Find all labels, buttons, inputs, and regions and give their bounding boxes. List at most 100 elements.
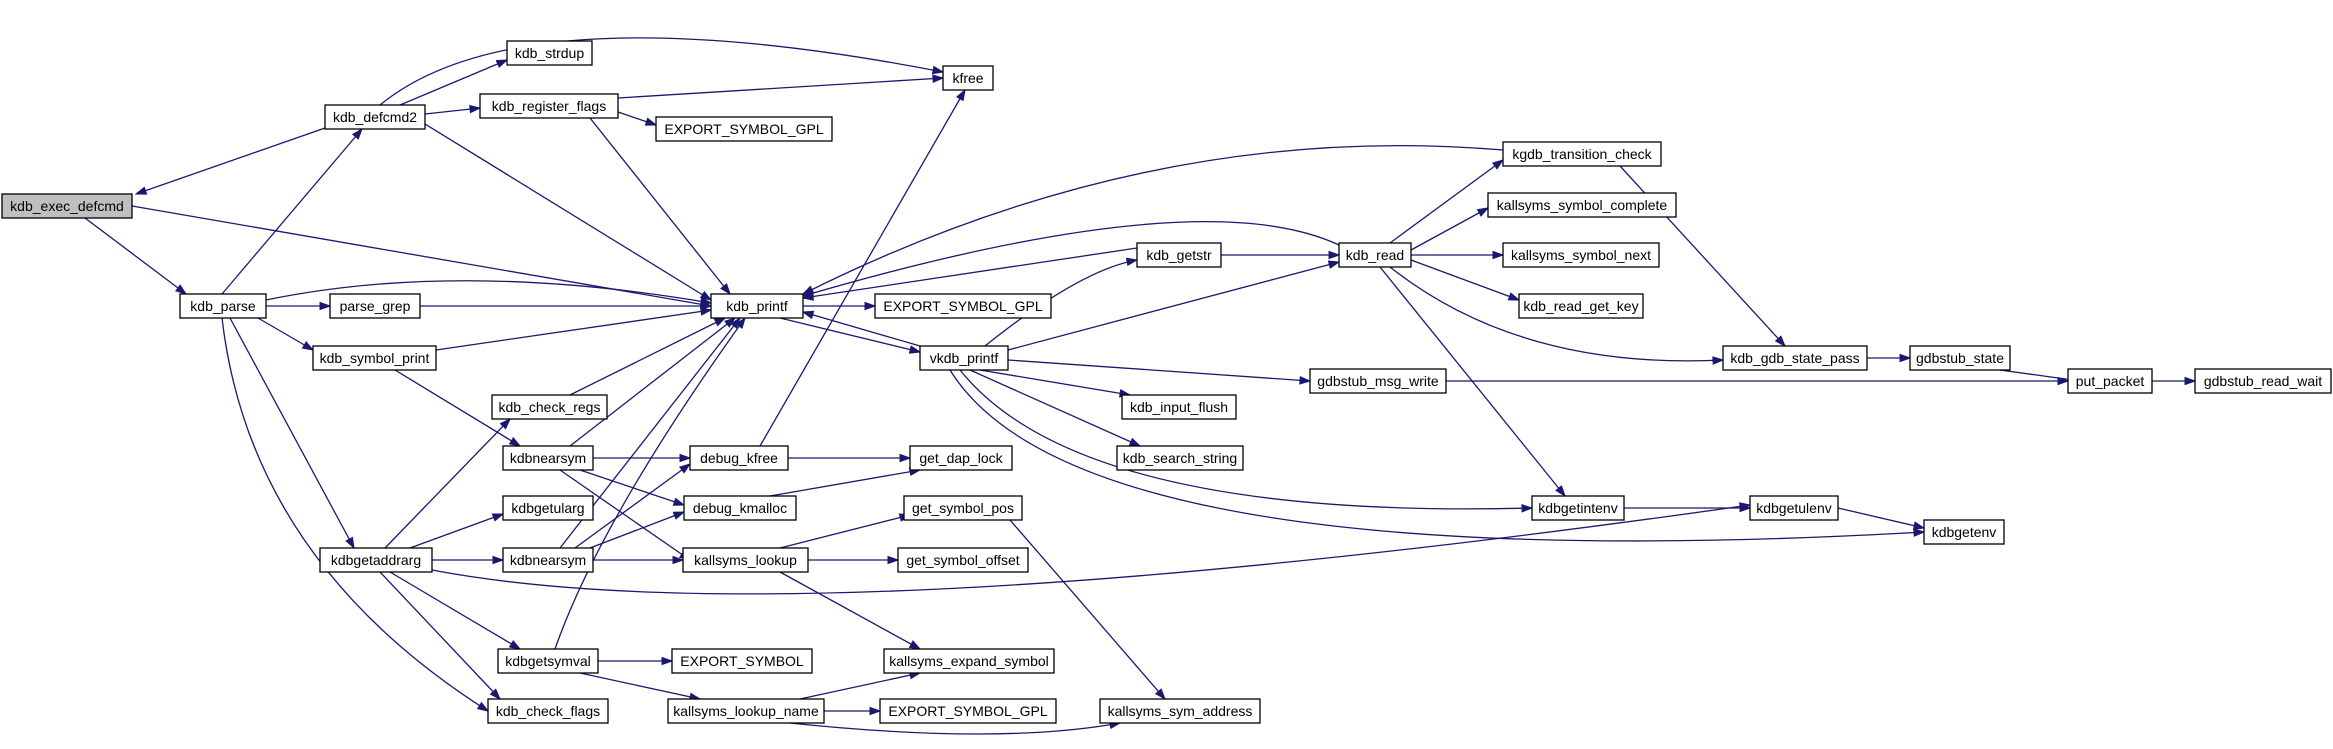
node-label: kdb_strdup [515, 45, 584, 61]
edge-kdb_read-to-kgdb_transition_check [1389, 159, 1505, 244]
node-label: EXPORT_SYMBOL_GPL [888, 703, 1047, 719]
node-kallsyms-lookup-name[interactable]: kallsyms_lookup_name [667, 698, 825, 724]
edge-vkdb_printf-to-kdb_input_flush [979, 369, 1132, 398]
edge-debug_kfree-to-get_dap_lock [788, 453, 912, 463]
node-kallsyms-lookup[interactable]: kallsyms_lookup [682, 547, 809, 573]
edge-arrowhead [678, 463, 692, 474]
node-kdb-exec-defcmd[interactable]: kdb_exec_defcmd [1, 193, 133, 219]
node-kdb-input-flush[interactable]: kdb_input_flush [1121, 394, 1237, 420]
node-label: kdbgetintenv [1538, 500, 1617, 516]
node-kdb-symbol-print[interactable]: kdb_symbol_print [312, 345, 437, 371]
edge-debug_kmalloc-to-get_dap_lock [769, 467, 922, 497]
node-kgdb-transition-check[interactable]: kgdb_transition_check [1502, 141, 1662, 167]
node-kdbgetaddrarg[interactable]: kdbgetaddrarg [319, 547, 433, 573]
edge-line [779, 514, 911, 549]
node-debug-kfree[interactable]: debug_kfree [689, 445, 789, 471]
node-kdb-check-regs[interactable]: kdb_check_regs [491, 394, 608, 420]
edge-line [984, 259, 1138, 347]
node-kdbgetintenv[interactable]: kdbgetintenv [1531, 495, 1625, 521]
edge-arrowhead [1491, 159, 1505, 170]
edge-arrowhead [1912, 521, 1926, 530]
node-debug-kmalloc[interactable]: debug_kmalloc [683, 495, 797, 521]
node-export-symbol-gpl-2[interactable]: EXPORT_SYMBOL_GPL [874, 293, 1052, 319]
edge-kdb_parse-to-kdb_check_flags [221, 317, 490, 712]
node-export-symbol-gpl-3[interactable]: EXPORT_SYMBOL_GPL [879, 698, 1057, 724]
edge-arrowhead [508, 436, 522, 447]
nodes-layer: kdb_exec_defcmd kdb_parse kdb_defcmd2 kdb_s… [1, 40, 2332, 724]
node-label: kallsyms_symbol_complete [1497, 197, 1668, 213]
node-kallsyms-sym-address[interactable]: kallsyms_sym_address [1099, 698, 1261, 724]
edge-arrowhead [699, 307, 713, 316]
edge-kdb_defcmd2-to-kdb_exec_defcmd [134, 127, 326, 195]
node-box [2067, 368, 2153, 394]
node-kdbgetularg[interactable]: kdbgetularg [502, 495, 594, 521]
node-kdbnearsym-2[interactable]: kdbnearsym [502, 547, 594, 573]
edge-arrowhead [1712, 356, 1725, 365]
node-gdbstub-read-wait[interactable]: gdbstub_read_wait [2194, 368, 2332, 394]
node-gdbstub-state[interactable]: gdbstub_state [1909, 345, 2011, 371]
node-kdb-check-flags[interactable]: kdb_check_flags [487, 698, 609, 724]
node-label: debug_kmalloc [693, 500, 787, 516]
node-kdb-read[interactable]: kdb_read [1338, 242, 1412, 268]
edge-line [759, 89, 966, 447]
node-kdb-gdb-state-pass[interactable]: kdb_gdb_state_pass [1722, 345, 1868, 371]
node-kdb-search-string[interactable]: kdb_search_string [1116, 445, 1244, 471]
node-label: kdb_input_flush [1130, 399, 1228, 415]
node-box [1909, 345, 2011, 371]
edge-line [802, 221, 1340, 297]
node-kdb-getstr[interactable]: kdb_getstr [1136, 242, 1222, 268]
node-export-symbol-gpl-1[interactable]: EXPORT_SYMBOL_GPL [655, 116, 833, 142]
node-kdb-register-flags[interactable]: kdb_register_flags [479, 93, 619, 119]
edge-arrowhead [1327, 260, 1341, 269]
node-kdbgetulenv[interactable]: kdbgetulenv [1749, 495, 1839, 521]
edge-kallsyms_lookup-to-kallsyms_expand_symbol [779, 571, 922, 650]
edge-line [579, 672, 701, 700]
edge-arrowhead [469, 104, 482, 114]
node-kallsyms-symbol-next[interactable]: kallsyms_symbol_next [1502, 242, 1660, 268]
node-put-packet[interactable]: put_packet [2067, 368, 2153, 394]
node-label: kdb_register_flags [492, 98, 606, 114]
node-kdb-printf[interactable]: kdb_printf [710, 293, 804, 319]
node-kfree[interactable]: kfree [942, 65, 994, 91]
node-gdbstub-msg-write[interactable]: gdbstub_msg_write [1309, 368, 1447, 394]
edge-arrowhead [1328, 250, 1341, 260]
node-kdbnearsym-1[interactable]: kdbnearsym [502, 445, 594, 471]
node-box [1722, 345, 1868, 371]
edge-kdb_check_regs-to-kdb_printf [569, 317, 727, 396]
node-kdb-strdup[interactable]: kdb_strdup [506, 40, 593, 66]
edge-arrowhead [672, 497, 686, 506]
node-export-symbol[interactable]: EXPORT_SYMBOL [671, 648, 813, 674]
node-parse-grep[interactable]: parse_grep [329, 293, 421, 319]
edge-kdbgetaddrarg-to-kdb_check_regs [384, 417, 512, 549]
node-get-symbol-pos[interactable]: get_symbol_pos [903, 495, 1023, 521]
edge-kdb_parse-to-kdb_defcmd2 [221, 127, 363, 295]
node-label: vkdb_printf [930, 350, 999, 366]
node-box [671, 648, 813, 674]
node-kdb-parse[interactable]: kdb_parse [179, 293, 267, 319]
node-kdbgetenv[interactable]: kdbgetenv [1923, 519, 2005, 545]
edge-arrowhead [713, 317, 727, 327]
node-label: kdb_read_get_key [1523, 298, 1638, 314]
node-get-dap-lock[interactable]: get_dap_lock [909, 445, 1013, 471]
node-box [683, 495, 797, 521]
node-kdbgetsymval[interactable]: kdbgetsymval [497, 648, 599, 674]
edge-arrowhead [1128, 437, 1142, 447]
edge-kdbnearsym_2-to-kallsyms_lookup [593, 555, 685, 565]
node-kdb-defcmd2[interactable]: kdb_defcmd2 [324, 104, 426, 130]
node-box [919, 345, 1009, 371]
node-label: kfree [952, 70, 983, 86]
edge-line [1999, 369, 2081, 382]
node-box [1116, 445, 1244, 471]
edge-line [574, 463, 691, 549]
node-kdb-read-get-key[interactable]: kdb_read_get_key [1518, 293, 1644, 319]
node-get-symbol-offset[interactable]: get_symbol_offset [897, 547, 1029, 573]
edge-line [399, 59, 508, 106]
node-vkdb-printf[interactable]: vkdb_printf [919, 345, 1009, 371]
edge-line [979, 369, 1131, 396]
node-box [497, 648, 599, 674]
node-kallsyms-symbol-complete[interactable]: kallsyms_symbol_complete [1487, 192, 1677, 218]
edge-kdb_parse-to-kdb_symbol_print [257, 317, 315, 351]
node-label: kdbgetenv [1932, 524, 1997, 540]
edge-kdbgetaddrarg-to-kdbgetularg [409, 513, 505, 549]
node-kallsyms-expand-symbol[interactable]: kallsyms_expand_symbol [883, 648, 1055, 674]
